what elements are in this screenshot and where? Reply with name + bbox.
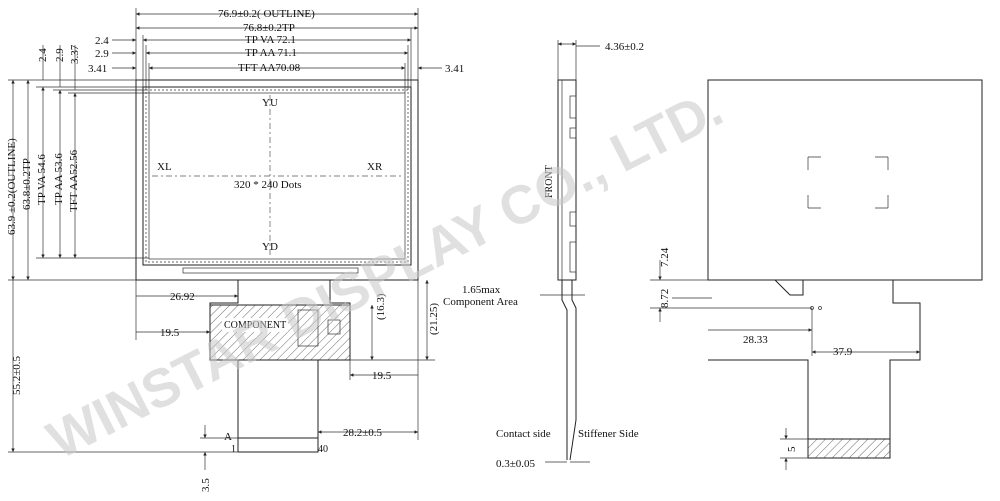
contact-side-label: Contact side	[496, 428, 551, 440]
dim-tp-height: 63.8±0.2TP	[21, 158, 33, 210]
label-xl: XL	[157, 161, 172, 173]
dim-tp-aa-height: TP AA 53.6	[53, 153, 65, 205]
label-yd: YD	[262, 241, 278, 253]
dim-8-72: 8.72	[659, 289, 671, 308]
dim-28-33: 28.33	[743, 334, 768, 346]
back-panel	[707, 79, 983, 281]
dim-thickness: 4.36±0.2	[605, 41, 644, 53]
pin-last-label: 40	[318, 444, 328, 455]
dim-component-height: 1.65max	[462, 284, 501, 296]
dim-bottom: 3.5	[200, 478, 212, 492]
dim-top-offset-1: 2.4	[37, 48, 49, 62]
component-label: COMPONENT	[224, 320, 286, 331]
dim-tft-aa-height: TFT AA52.56	[68, 149, 80, 212]
dim-21-25: (21.25)	[428, 303, 440, 335]
dim-outline-height: 63.9 ±0.2(OUTLINE)	[6, 138, 18, 235]
dim-16-3: (16.3)	[375, 293, 387, 320]
tp-tail-strip	[182, 267, 359, 274]
back-contact-area	[807, 438, 891, 459]
dim-5: 5	[786, 446, 798, 452]
dim-fpc-offset: 26.92	[170, 291, 195, 303]
label-yu: YU	[262, 97, 278, 109]
dim-comp-offset-left: 19.5	[160, 327, 180, 339]
dim-left-offset-1: 2.4	[95, 35, 109, 47]
dim-left-offset-3: 3.41	[88, 63, 107, 75]
dim-tp-aa-width: TP AA 71.1	[245, 47, 297, 59]
component-area	[209, 304, 351, 361]
dim-tp-va-height: TP VA 54.6	[36, 154, 48, 205]
side-view: FRONT 4.36±0.2 1.65max Component Area Co…	[443, 40, 644, 470]
front-view: YU YD XL XR 320 * 240 Dots 76.9±0.2( OUT…	[6, 8, 464, 492]
panel-outline	[135, 79, 419, 281]
tp-va-frame	[142, 86, 412, 266]
component-area-label: Component Area	[443, 296, 518, 308]
dim-total-tail: 55.2±0.5	[11, 355, 23, 395]
side-panel	[557, 79, 577, 281]
dim-comp-offset-right: 19.5	[372, 370, 392, 382]
dim-7-24: 7.24	[659, 247, 671, 267]
stiffener-side-label: Stiffener Side	[578, 428, 639, 440]
tp-aa-frame	[145, 89, 409, 263]
dim-fpc-width: 28.2±0.5	[343, 427, 383, 439]
pin-first-label: 1	[231, 444, 236, 455]
dim-tp-width: 76.8±0.2TP	[243, 22, 295, 34]
resolution-label: 320 * 240 Dots	[234, 179, 302, 191]
dim-37-9: 37.9	[833, 346, 853, 358]
dim-left-offset-2: 2.9	[95, 48, 109, 60]
dim-fpc-thickness: 0.3±0.05	[496, 458, 536, 470]
dim-top-offset-2: 2.9	[54, 48, 66, 62]
back-view: 7.24 8.72 28.33 37.9 5	[650, 79, 983, 470]
dim-top-offset-3: 3.37	[69, 44, 81, 64]
dim-outline-width: 76.9±0.2( OUTLINE)	[218, 8, 315, 20]
dim-tp-va-width: TP VA 72.1	[245, 34, 296, 46]
watermark: WINSTAR DISPLAY CO., LTD.	[38, 78, 732, 471]
pin-view-label: A	[224, 431, 232, 443]
tft-aa-frame	[148, 92, 406, 260]
label-xr: XR	[367, 161, 383, 173]
front-label: FRONT	[544, 165, 555, 198]
dim-tft-aa-width: TFT AA70.08	[238, 62, 301, 74]
dim-right-offset: 3.41	[445, 63, 464, 75]
